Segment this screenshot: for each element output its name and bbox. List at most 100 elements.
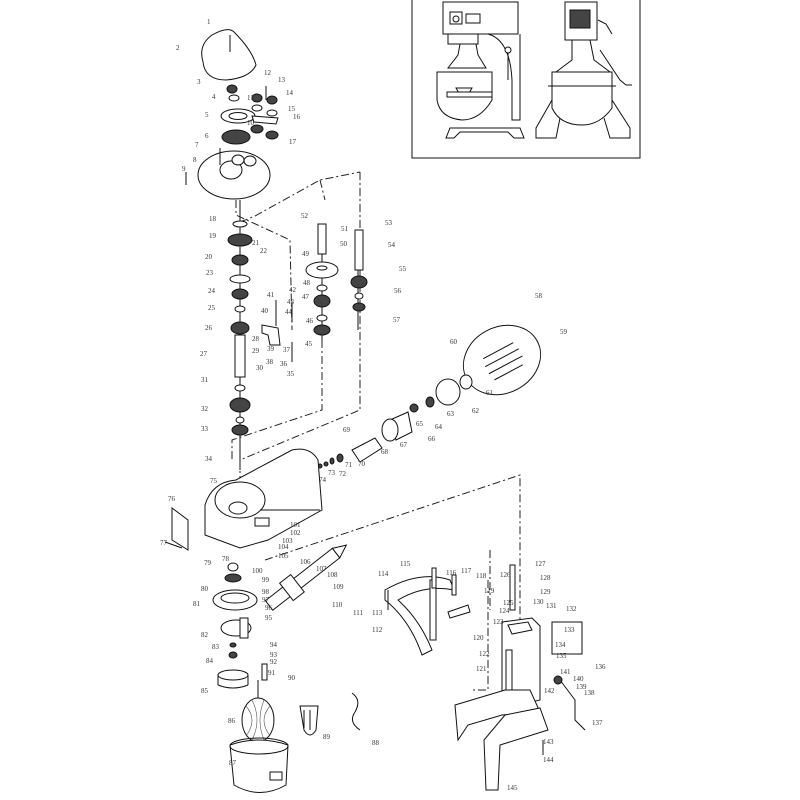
part-label: 21 xyxy=(252,239,260,247)
part-label: 41 xyxy=(267,291,275,299)
part-label: 142 xyxy=(544,687,555,695)
part-label: 17 xyxy=(289,138,297,146)
part-label: 34 xyxy=(205,455,213,463)
part-label: 107 xyxy=(316,565,327,573)
part-label: 62 xyxy=(472,407,480,415)
gearbox-housing xyxy=(164,448,323,551)
part-label: 119 xyxy=(484,587,495,595)
part-label: 35 xyxy=(287,370,295,378)
motor-assembly xyxy=(317,324,542,469)
part-label: 93 xyxy=(270,651,278,659)
part-label: 98 xyxy=(262,588,270,596)
part-label: 128 xyxy=(540,574,551,582)
planetary-gear-column xyxy=(227,220,293,436)
part-label: 91 xyxy=(268,669,276,677)
part-label: 122 xyxy=(479,650,490,658)
part-label: 22 xyxy=(260,247,268,255)
part-label: 3 xyxy=(197,78,201,86)
part-label: 145 xyxy=(507,784,518,792)
part-label: 85 xyxy=(201,687,209,695)
part-label: 106 xyxy=(300,558,311,566)
part-label: 63 xyxy=(447,410,455,418)
part-label: 68 xyxy=(381,448,389,456)
part-label: 76 xyxy=(168,495,176,503)
part-label: 25 xyxy=(208,304,216,312)
part-label: 124 xyxy=(499,607,510,615)
part-label: 16 xyxy=(293,113,301,121)
part-label: 78 xyxy=(222,555,230,563)
part-label: 120 xyxy=(473,634,484,642)
part-label: 67 xyxy=(400,441,408,449)
part-label: 79 xyxy=(204,559,212,567)
part-label: 43 xyxy=(287,298,295,306)
part-label: 114 xyxy=(378,570,389,578)
stand-column-and-base xyxy=(454,564,586,791)
part-label: 38 xyxy=(266,358,274,366)
part-label: 133 xyxy=(564,626,575,634)
part-label: 94 xyxy=(270,641,278,649)
part-label: 137 xyxy=(592,719,603,727)
part-label: 57 xyxy=(393,316,401,324)
part-label: 10 xyxy=(247,119,255,127)
part-label: 118 xyxy=(476,572,487,580)
part-label: 139 xyxy=(576,683,587,691)
part-label: 88 xyxy=(372,739,380,747)
part-label: 44 xyxy=(285,308,293,316)
part-label: 49 xyxy=(302,250,310,258)
part-label: 123 xyxy=(493,618,504,626)
part-label: 60 xyxy=(450,338,458,346)
part-label: 115 xyxy=(400,560,411,568)
part-label: 72 xyxy=(339,470,347,478)
part-label: 33 xyxy=(201,425,209,433)
part-label: 86 xyxy=(228,717,236,725)
part-label: 80 xyxy=(201,585,209,593)
part-label: 100 xyxy=(252,567,263,575)
part-label: 59 xyxy=(560,328,568,336)
lower-assembly xyxy=(212,544,361,793)
part-label: 66 xyxy=(428,435,436,443)
part-label: 121 xyxy=(476,665,487,673)
part-label: 37 xyxy=(283,346,291,354)
part-label: 6 xyxy=(205,132,209,140)
part-label: 48 xyxy=(303,279,311,287)
part-label: 96 xyxy=(265,604,273,612)
part-label: 51 xyxy=(341,225,349,233)
part-label: 53 xyxy=(385,219,393,227)
part-label: 26 xyxy=(205,324,213,332)
part-label: 19 xyxy=(209,232,217,240)
part-label: 104 xyxy=(278,543,289,551)
part-label: 126 xyxy=(500,571,511,579)
part-label: 84 xyxy=(206,657,214,665)
part-label: 141 xyxy=(560,668,571,676)
part-label: 127 xyxy=(535,560,546,568)
part-label: 144 xyxy=(543,756,554,764)
part-label: 116 xyxy=(446,569,457,577)
part-label: 52 xyxy=(301,212,309,220)
part-label: 81 xyxy=(193,600,201,608)
part-label: 140 xyxy=(573,675,584,683)
part-label: 56 xyxy=(394,287,402,295)
part-number-labels: 1234567891011121314151617181920212223242… xyxy=(160,18,606,792)
part-label: 54 xyxy=(388,241,396,249)
part-label: 46 xyxy=(306,317,314,325)
part-label: 108 xyxy=(327,571,338,579)
part-label: 75 xyxy=(210,477,218,485)
part-label: 138 xyxy=(584,689,595,697)
part-label: 64 xyxy=(435,423,443,431)
part-label: 110 xyxy=(332,601,343,609)
part-label: 13 xyxy=(278,76,286,84)
part-label: 50 xyxy=(340,240,348,248)
part-label: 134 xyxy=(555,641,566,649)
part-label: 20 xyxy=(205,253,213,261)
part-label: 24 xyxy=(208,287,216,295)
part-label: 12 xyxy=(264,69,272,77)
part-label: 70 xyxy=(358,460,366,468)
part-label: 103 xyxy=(282,537,293,545)
part-label: 82 xyxy=(201,631,209,639)
part-label: 73 xyxy=(328,469,336,477)
part-label: 1 xyxy=(207,18,211,26)
part-label: 83 xyxy=(212,643,220,651)
part-label: 135 xyxy=(556,652,567,660)
part-label: 101 xyxy=(290,521,301,529)
